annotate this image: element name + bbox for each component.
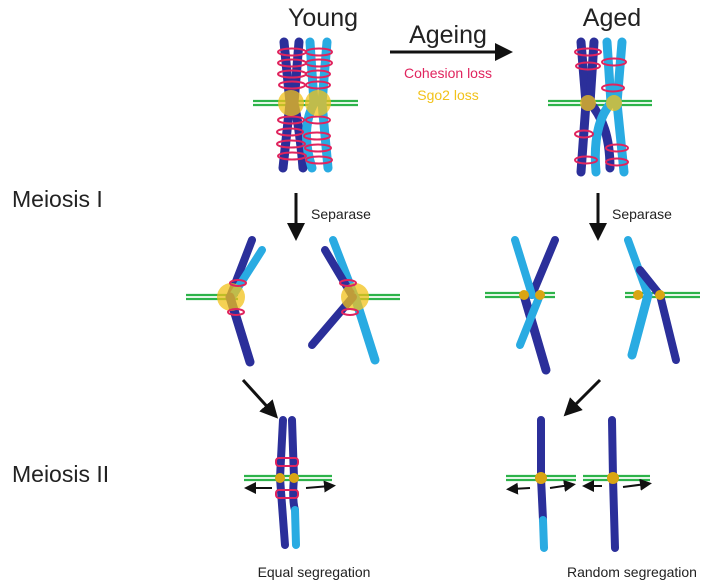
aged-separase-label: Separase: [612, 206, 672, 222]
aged-metaphase-ii: [506, 416, 652, 552]
aged-progression-arrow: [563, 378, 602, 417]
young-progression-arrow: [241, 378, 279, 419]
aged-title: Aged: [583, 4, 641, 32]
sgo2-marker: [278, 90, 304, 116]
random-segregation-label: Random segregation: [567, 564, 697, 580]
ageing-label: Ageing: [409, 21, 487, 49]
equal-segregation-label: Equal segregation: [258, 564, 371, 580]
young-anaphase-i: [186, 236, 400, 367]
meiosis-ii-label: Meiosis II: [12, 461, 109, 487]
aged-anaphase-i: [485, 236, 700, 375]
young-bivalent: [253, 37, 358, 173]
young-separase-label: Separase: [311, 206, 371, 222]
sgo2-loss-label: Sgo2 loss: [417, 87, 478, 103]
cohesion-loss-label: Cohesion loss: [404, 65, 492, 81]
meiosis-i-label: Meiosis I: [12, 186, 103, 212]
aged-bivalent: [548, 37, 652, 177]
young-metaphase-ii: [244, 416, 336, 549]
young-title: Young: [288, 4, 358, 32]
